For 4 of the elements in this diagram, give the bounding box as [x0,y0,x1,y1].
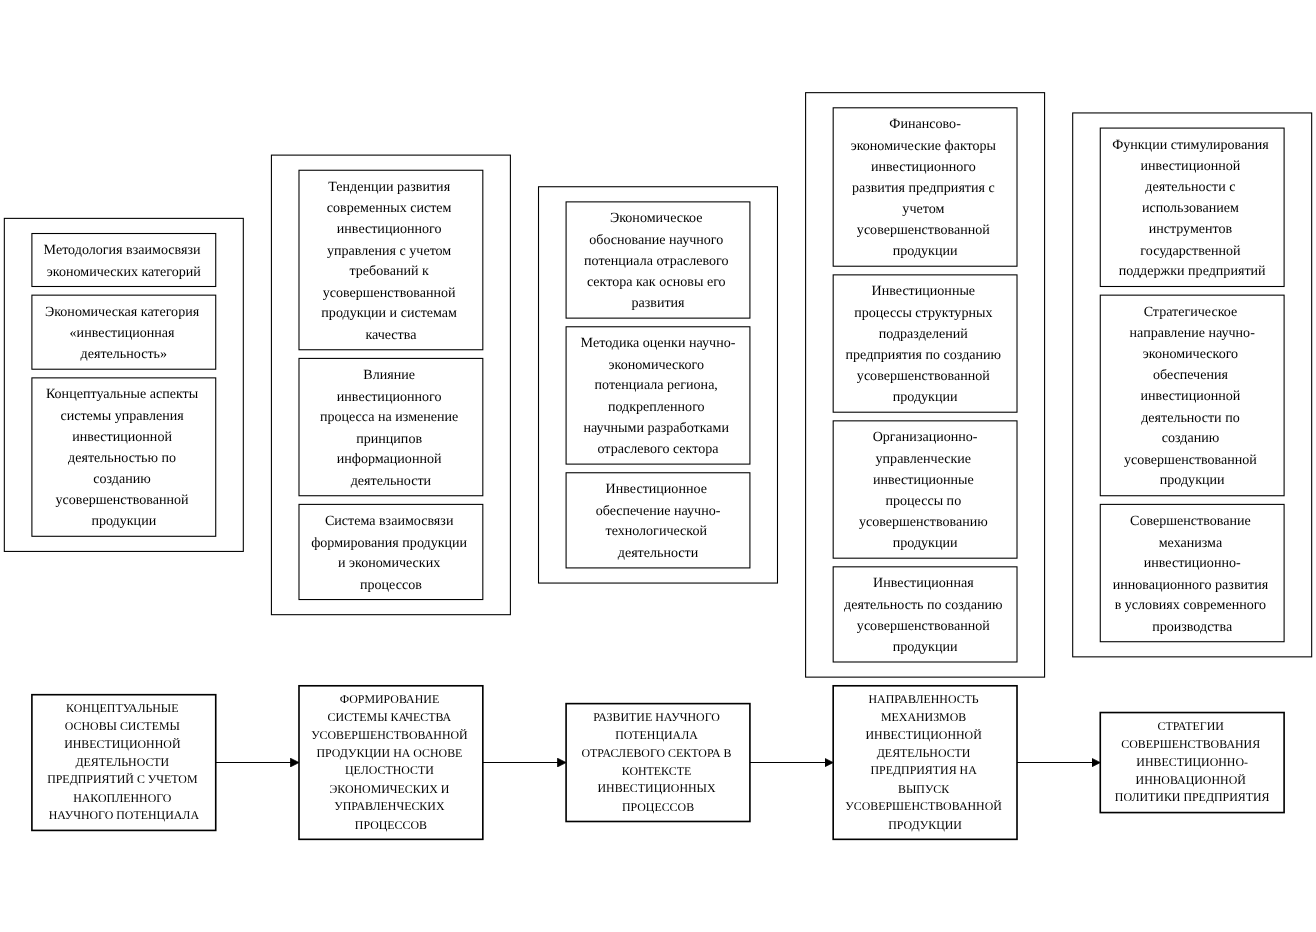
arrow [482,757,567,768]
arrow [749,757,834,768]
arrow [215,757,300,768]
arrow [1016,757,1101,768]
